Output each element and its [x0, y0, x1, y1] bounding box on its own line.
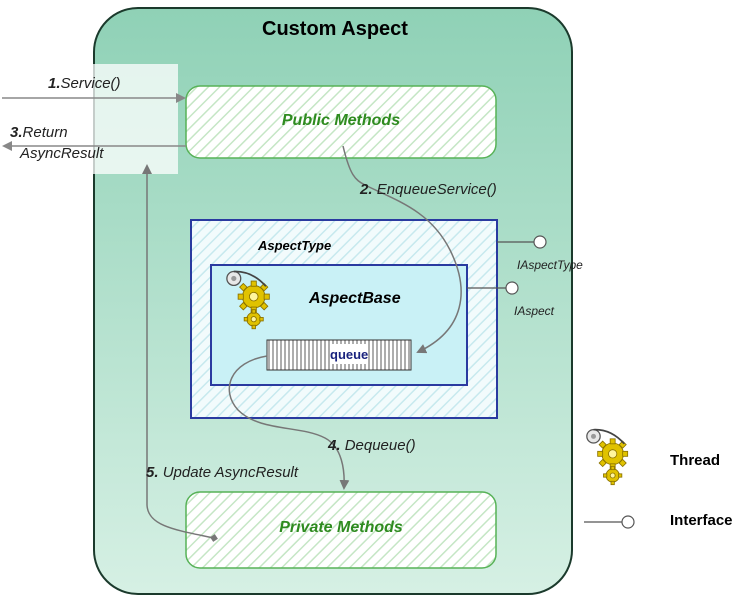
step-3-text-line1: Return: [22, 124, 68, 141]
left-label-backdrop: [0, 64, 178, 174]
diagram-title: Custom Aspect: [262, 18, 408, 40]
step-4-label: 4. Dequeue(): [328, 437, 416, 454]
iaspect-label: IAspect: [514, 304, 555, 318]
step-3-number: 3.: [10, 124, 23, 141]
step-4-number: 4.: [328, 437, 341, 454]
step-5-label: 5. Update AsyncResult: [146, 464, 298, 481]
step-5-text: Update AsyncResult: [162, 464, 299, 481]
legend-thread-label: Thread: [670, 452, 721, 469]
public-methods-box: [185, 85, 497, 159]
aspect-base-label: AspectBase: [309, 290, 401, 307]
update-asyncresult-arrow: [142, 164, 218, 542]
queue-label-bg: [330, 344, 366, 364]
iaspecttype-label: IAspectType: [517, 258, 583, 272]
aspect-type-label: AspectType: [258, 238, 332, 253]
dequeue-arrow: [228, 355, 350, 490]
step-1-label: 1.Service(): [48, 75, 121, 92]
step-4-text: Dequeue(): [344, 437, 416, 454]
step-2-label: 2. EnqueueService(): [360, 181, 497, 198]
legend-interface-label: Interface: [670, 512, 733, 529]
public-methods-label: Public Methods: [281, 112, 401, 129]
step-2-number: 2.: [360, 181, 373, 198]
iaspecttype-lollipop-icon: [533, 235, 547, 249]
queue-label: queue: [330, 347, 369, 362]
iaspect-lollipop-icon: [505, 281, 519, 295]
enqueue-service-arrow: [342, 145, 462, 354]
step-1-number: 1.: [48, 75, 61, 92]
private-methods-label: Private Methods: [279, 519, 403, 536]
legend-interface-lollipop-icon: [621, 515, 635, 529]
legend-thread-icon: [586, 428, 629, 486]
step-3-text-line2: AsyncResult: [20, 145, 104, 162]
step-2-text: EnqueueService(): [376, 181, 497, 198]
step-5-number: 5.: [146, 464, 159, 481]
step-1-text: Service(): [60, 75, 121, 92]
step-3-label: 3.Return: [10, 124, 68, 141]
